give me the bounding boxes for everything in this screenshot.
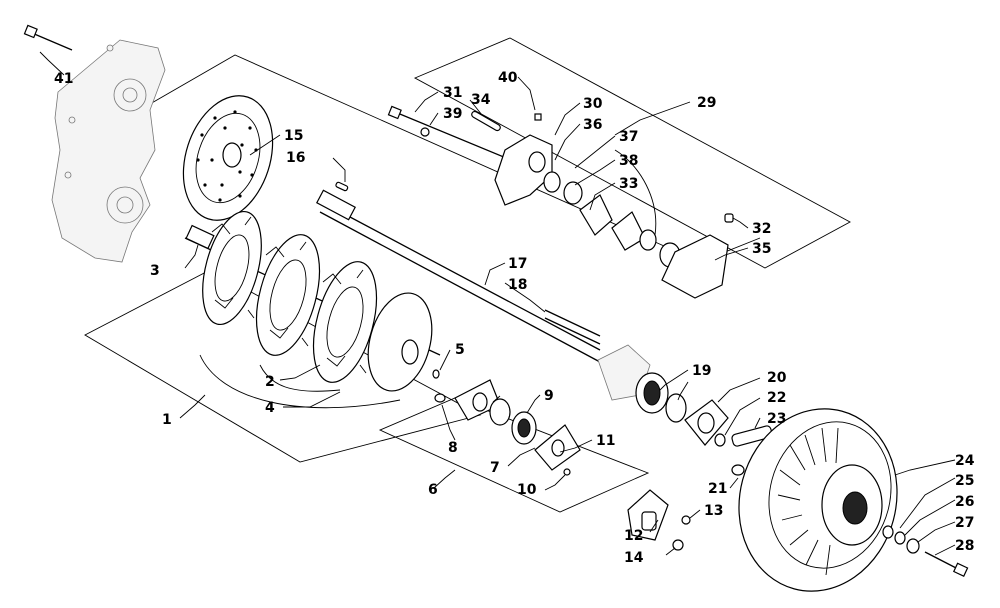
callout-29: 29 (697, 95, 716, 111)
callout-9: 9 (544, 388, 554, 404)
bolt-41 (23, 24, 73, 51)
callout-25: 25 (955, 473, 974, 489)
callout-41: 41 (54, 71, 73, 87)
chaincase-housing (51, 39, 166, 263)
callout-2: 2 (265, 374, 275, 390)
callout-6: 6 (428, 482, 438, 498)
callout-35: 35 (752, 241, 771, 257)
driven-pulley (738, 408, 898, 592)
callout-31: 31 (443, 85, 462, 101)
callout-37: 37 (619, 129, 638, 145)
callout-32: 32 (752, 221, 771, 237)
callout-8: 8 (448, 440, 458, 456)
callout-15: 15 (284, 128, 303, 144)
leader-lines (39, 51, 956, 556)
bearing-assembly-right (597, 344, 773, 476)
callout-20: 20 (767, 370, 787, 386)
callout-7: 7 (490, 460, 500, 476)
callout-39: 39 (443, 106, 462, 122)
key-16 (335, 181, 349, 192)
callout-3: 3 (150, 263, 160, 279)
callout-12: 12 (624, 528, 643, 544)
callout-11: 11 (596, 433, 615, 449)
callout-30: 30 (583, 96, 603, 112)
callout-33: 33 (619, 176, 638, 192)
callout-28: 28 (955, 538, 974, 554)
callout-1: 1 (162, 412, 172, 428)
callout-17: 17 (508, 256, 527, 272)
brake-disc (182, 95, 274, 221)
drive-sprocket-assembly (184, 210, 441, 409)
callout-38: 38 (619, 153, 638, 169)
callout-16: 16 (286, 150, 305, 166)
callout-4: 4 (265, 400, 275, 416)
group-box-29 (413, 37, 851, 269)
bearing-group-left (432, 369, 691, 551)
assembly-outline (149, 54, 761, 263)
callout-26: 26 (955, 494, 974, 510)
callout-13: 13 (704, 503, 723, 519)
callout-40: 40 (498, 70, 518, 86)
callout-14: 14 (624, 550, 644, 566)
callout-19: 19 (692, 363, 711, 379)
group-box-6 (378, 397, 650, 513)
washers-and-bolt (882, 525, 969, 577)
callout-34: 34 (471, 92, 491, 108)
callout-22: 22 (767, 390, 786, 406)
callout-24: 24 (955, 453, 975, 469)
callout-36: 36 (583, 117, 602, 133)
callout-21: 21 (708, 481, 727, 497)
callout-10: 10 (517, 482, 537, 498)
callout-5: 5 (455, 342, 465, 358)
callout-18: 18 (508, 277, 527, 293)
driven-shaft (316, 189, 601, 363)
callout-27: 27 (955, 515, 974, 531)
brake-caliper-assembly (387, 105, 734, 299)
callout-labels: 41 15 16 3 2 4 1 5 9 8 7 11 10 6 12 13 1… (54, 70, 975, 566)
callout-23: 23 (767, 411, 786, 427)
